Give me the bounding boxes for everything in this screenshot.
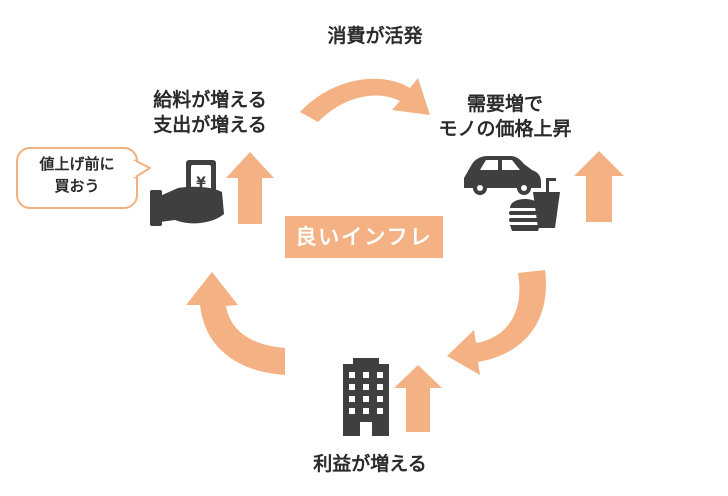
node-demand-price: 需要増で モノの価格上昇	[420, 92, 590, 142]
building-icon	[343, 358, 389, 436]
burger-icon	[509, 199, 541, 231]
up-arrow-icon	[226, 152, 274, 224]
node-demand-line: 需要増で	[466, 93, 543, 115]
speech-bubble-text: 値上げ前に 買おう	[18, 153, 136, 197]
center-label-good-inflation: 良いインフレ	[285, 216, 443, 258]
cycle-arrow-icon	[300, 78, 430, 122]
car-icon	[464, 156, 541, 195]
up-arrow-icon	[574, 151, 624, 222]
speech-bubble-tail	[130, 159, 151, 179]
node-salary-spending: 給料が増える 支出が増える	[130, 88, 290, 138]
cycle-arrow-icon	[186, 272, 285, 375]
node-price-line: モノの価格上昇	[438, 118, 572, 140]
drink-icon	[533, 178, 560, 228]
bubble-line-2: 買おう	[54, 177, 100, 195]
svg-text:¥: ¥	[196, 175, 206, 191]
node-profit-increase: 利益が増える	[313, 453, 427, 475]
node-spending-line: 支出が増える	[153, 114, 267, 136]
node-consumption-active: 消費が活発	[327, 25, 423, 47]
node-salary-line: 給料が増える	[153, 89, 267, 111]
bubble-line-1: 値上げ前に	[39, 155, 115, 173]
hand-with-money-icon: ¥	[150, 160, 224, 226]
speech-bubble	[16, 147, 138, 209]
up-arrow-icon	[394, 365, 442, 432]
cycle-arrow-icon	[447, 270, 546, 375]
